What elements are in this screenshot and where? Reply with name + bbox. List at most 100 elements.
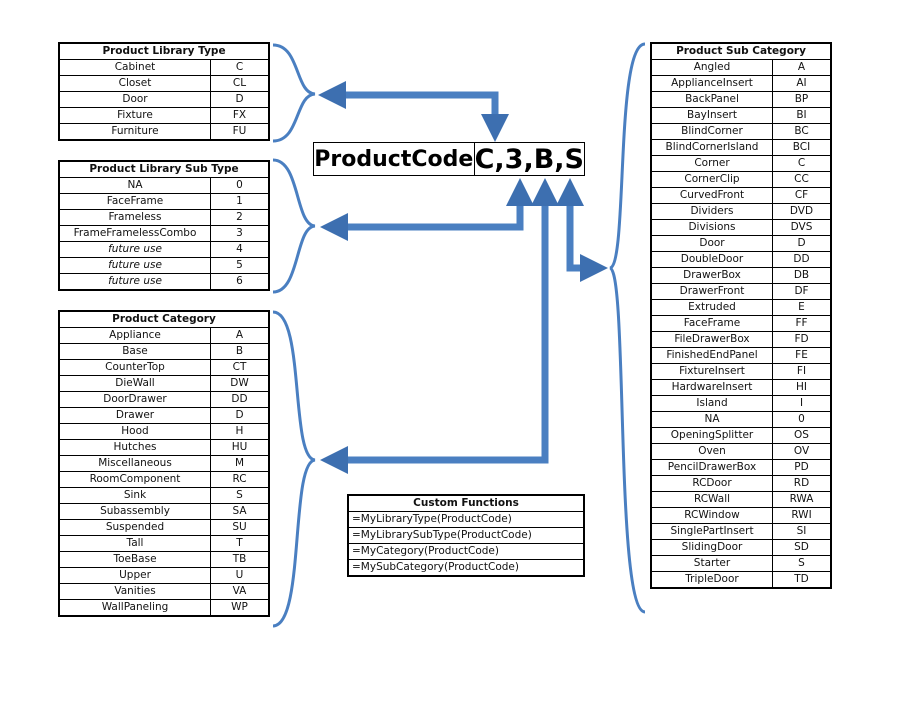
row-name: Base xyxy=(58,343,211,360)
row-code: DD xyxy=(210,391,270,408)
brace-category xyxy=(272,310,316,628)
row-code: TD xyxy=(772,571,832,589)
row-name: SlidingDoor xyxy=(650,539,773,556)
row-name: Island xyxy=(650,395,773,412)
row-code: CC xyxy=(772,171,832,188)
row-name: future use xyxy=(58,257,211,274)
row-name: Drawer xyxy=(58,407,211,424)
row-name: Door xyxy=(58,91,211,108)
row-name: ApplianceInsert xyxy=(650,75,773,92)
row-code: 4 xyxy=(210,241,270,258)
row-code: TB xyxy=(210,551,270,568)
row-name: Miscellaneous xyxy=(58,455,211,472)
row-name: FinishedEndPanel xyxy=(650,347,773,364)
table-row: =MySubCategory(ProductCode) xyxy=(347,559,585,577)
row-code: 6 xyxy=(210,273,270,291)
row-code: RWI xyxy=(772,507,832,524)
row-name: Subassembly xyxy=(58,503,211,520)
row-name: DoorDrawer xyxy=(58,391,211,408)
function-formula: =MySubCategory(ProductCode) xyxy=(347,559,585,577)
row-name: SinglePartInsert xyxy=(650,523,773,540)
table-title: Custom Functions xyxy=(347,494,585,512)
row-name: Furniture xyxy=(58,123,211,141)
brace-sub-category xyxy=(608,42,646,614)
table-title: Product Category xyxy=(58,310,270,328)
row-code: A xyxy=(772,59,832,76)
row-code: CT xyxy=(210,359,270,376)
row-code: E xyxy=(772,299,832,316)
row-name: Appliance xyxy=(58,327,211,344)
row-name: future use xyxy=(58,241,211,258)
row-code: BCI xyxy=(772,139,832,156)
row-code: FD xyxy=(772,331,832,348)
row-code: DD xyxy=(772,251,832,268)
row-code: BP xyxy=(772,91,832,108)
row-name: NA xyxy=(58,177,211,194)
row-name: FixtureInsert xyxy=(650,363,773,380)
arrow-sub-category xyxy=(566,195,608,282)
row-name: BayInsert xyxy=(650,107,773,124)
row-name: Extruded xyxy=(650,299,773,316)
row-name: Fixture xyxy=(58,107,211,124)
row-code: 0 xyxy=(210,177,270,194)
table-title: Product Library Type xyxy=(58,42,270,60)
arrow-library-type xyxy=(318,81,499,128)
row-code: FF xyxy=(772,315,832,332)
row-name: Divisions xyxy=(650,219,773,236)
row-code: 3 xyxy=(210,225,270,242)
custom-functions-table: Custom Functions=MyLibraryType(ProductCo… xyxy=(347,494,585,577)
row-code: RC xyxy=(210,471,270,488)
row-code: SU xyxy=(210,519,270,536)
row-code: U xyxy=(210,567,270,584)
row-name: FaceFrame xyxy=(58,193,211,210)
row-name: Sink xyxy=(58,487,211,504)
row-name: Tall xyxy=(58,535,211,552)
row-name: OpeningSplitter xyxy=(650,427,773,444)
row-name: Vanities xyxy=(58,583,211,600)
row-name: PencilDrawerBox xyxy=(650,459,773,476)
function-formula: =MyCategory(ProductCode) xyxy=(347,543,585,560)
row-code: SD xyxy=(772,539,832,556)
row-name: Angled xyxy=(650,59,773,76)
row-name: DrawerFront xyxy=(650,283,773,300)
function-formula: =MyLibraryType(ProductCode) xyxy=(347,511,585,528)
row-name: BlindCorner xyxy=(650,123,773,140)
row-code: T xyxy=(210,535,270,552)
row-code: HU xyxy=(210,439,270,456)
row-code: M xyxy=(210,455,270,472)
row-name: CornerClip xyxy=(650,171,773,188)
row-code: 1 xyxy=(210,193,270,210)
row-name: ToeBase xyxy=(58,551,211,568)
row-code: OS xyxy=(772,427,832,444)
